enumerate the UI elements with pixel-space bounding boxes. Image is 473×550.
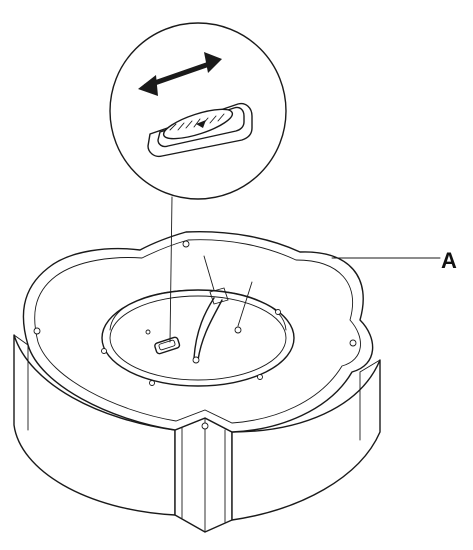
screw [275,309,281,315]
screw [257,374,263,380]
wire-hole [192,356,200,364]
magnifier-leader [169,196,173,343]
screw [33,327,41,335]
double-arrow-icon [138,52,222,96]
pointer-line-2 [237,281,253,327]
side-wall-front [174,417,233,533]
top-face-inner-edge [34,239,361,424]
fixture-housing [13,230,381,533]
callout-label: A [441,248,457,273]
terminal-block [209,287,229,305]
screw [234,326,242,334]
magnifier-circle [109,22,287,200]
wire-2 [197,299,223,361]
mounting-plate [101,289,295,387]
mounting-plate-wall [109,289,287,331]
callout-a: A [331,248,457,273]
slide-switch [154,336,181,355]
slide-switch-icon [147,102,253,158]
right-wall-corner [359,359,381,441]
screw [101,348,107,354]
screw [149,380,155,386]
screw [145,329,151,335]
screw [182,240,190,248]
left-wall-corner [13,334,29,431]
detail-callout [109,22,287,343]
mounting-plate-rim [109,295,287,381]
wire-1 [193,297,215,359]
side-wall-right [231,359,381,521]
screw [201,422,209,430]
pointer-line-1 [203,255,215,291]
screw [349,339,357,347]
